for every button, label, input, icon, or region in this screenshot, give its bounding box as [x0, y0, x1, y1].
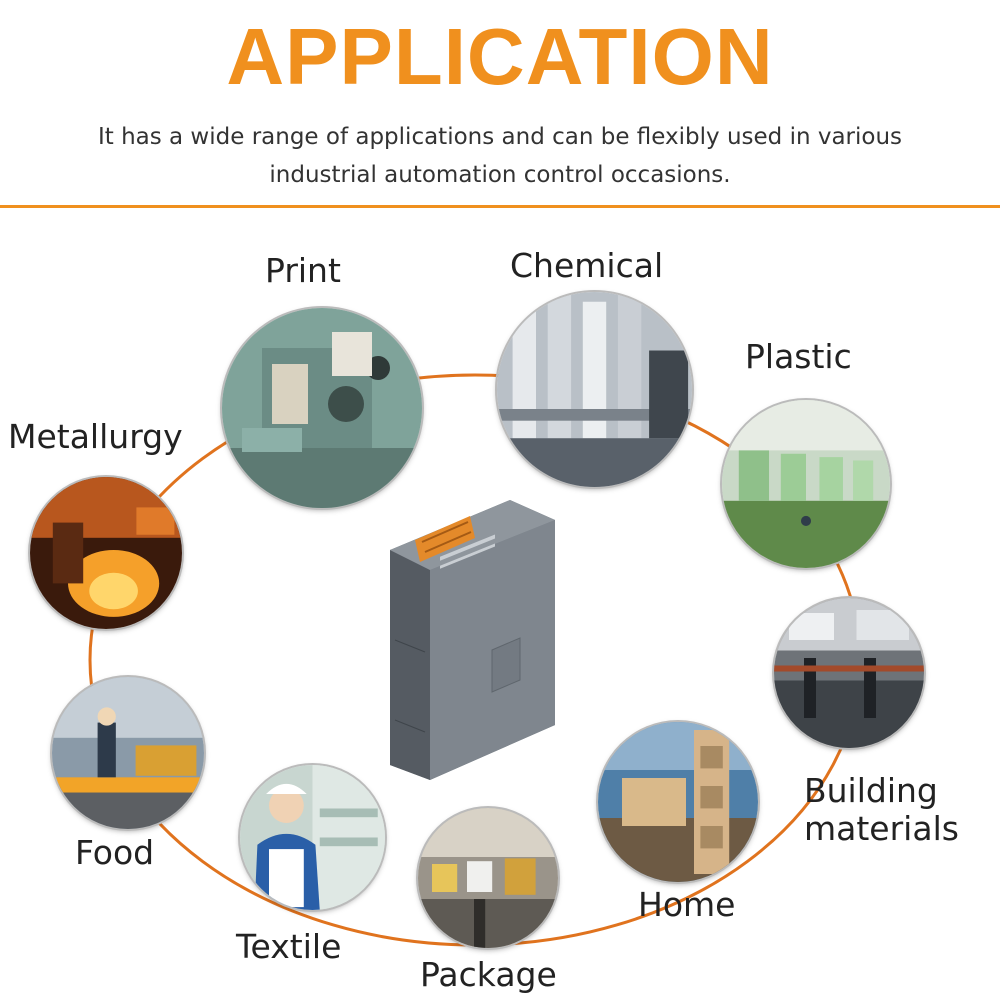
print-photo — [222, 308, 422, 508]
label-food: Food — [75, 833, 155, 872]
label-package: Package — [420, 955, 557, 994]
label-print: Print — [265, 251, 341, 290]
label-building-line-1: Building — [804, 771, 938, 810]
subtitle-line-2: industrial automation control occasions. — [269, 162, 731, 188]
label-metallurgy: Metallurgy — [8, 417, 183, 456]
label-textile: Textile — [236, 927, 342, 966]
label-building-materials: Building materials — [804, 772, 959, 848]
textile-photo — [240, 765, 385, 910]
food-photo — [52, 677, 204, 829]
chemical-photo — [497, 292, 692, 487]
plc-io-module — [390, 500, 555, 780]
label-plastic: Plastic — [745, 337, 852, 376]
building-materials-photo — [774, 598, 924, 748]
metallurgy-photo — [30, 477, 182, 629]
package-photo — [418, 808, 558, 948]
home-photo — [598, 722, 758, 882]
header-divider — [0, 205, 1000, 208]
page-subtitle: It has a wide range of applications and … — [40, 118, 960, 194]
subtitle-line-1: It has a wide range of applications and … — [97, 124, 903, 150]
page-title: APPLICATION — [226, 12, 774, 101]
label-chemical: Chemical — [510, 246, 664, 285]
label-home: Home — [638, 885, 736, 924]
plastic-photo — [722, 400, 890, 568]
label-building-line-2: materials — [804, 809, 959, 848]
